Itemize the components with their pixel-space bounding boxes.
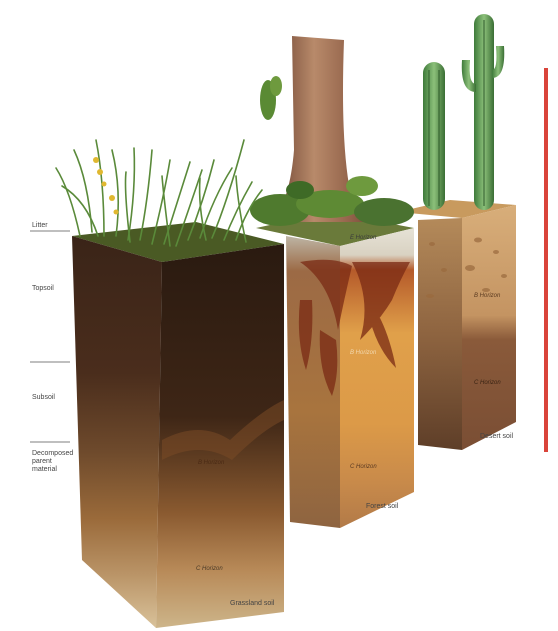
cactus-left — [423, 62, 445, 210]
forest-horizon-b: B Horizon — [350, 350, 376, 356]
label-litter: Litter — [32, 222, 48, 230]
left-guide-lines — [30, 231, 70, 442]
label-topsoil: Topsoil — [32, 285, 54, 293]
grassland-soil-block — [56, 140, 284, 628]
grassland-horizon-b: B Horizon — [198, 460, 224, 466]
cactus-right — [462, 14, 504, 210]
label-subsoil: Subsoil — [32, 394, 55, 402]
desert-block-front — [418, 218, 462, 450]
desert-horizon-b: B Horizon — [474, 293, 500, 299]
forest-horizon-e: E Horizon — [350, 235, 376, 241]
grassland-block-left — [72, 236, 162, 628]
accent-bar — [544, 68, 548, 452]
forest-horizon-c: C Horizon — [350, 464, 377, 470]
desert-soil-name: Desert soil — [480, 433, 513, 440]
label-decomposed: Decomposed parent material — [32, 450, 72, 474]
forest-soil-name: Forest soil — [366, 503, 398, 510]
grassland-horizon-c: C Horizon — [196, 566, 223, 572]
desert-horizon-c: C Horizon — [474, 380, 501, 386]
grassland-soil-name: Grassland soil — [230, 600, 274, 607]
desert-block-side — [462, 205, 516, 450]
